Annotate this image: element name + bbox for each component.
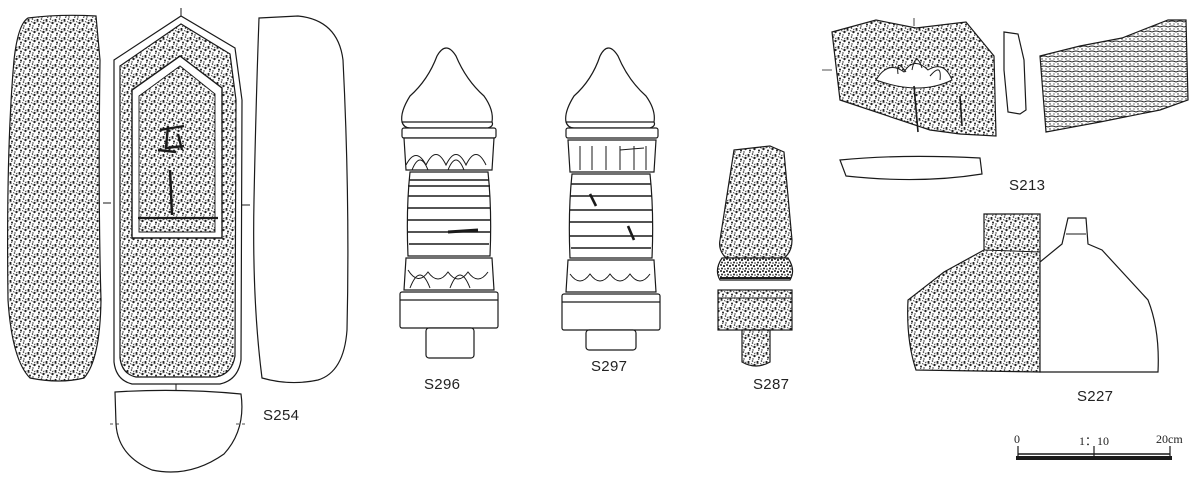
s297-collar — [565, 127, 659, 139]
artifact-s287-drawing — [716, 145, 794, 367]
s296-collar — [401, 127, 497, 139]
scale-end-label: 20cm — [1156, 432, 1183, 446]
artifact-s213-drawing — [822, 18, 1189, 181]
artifact-s227-drawing — [907, 213, 1159, 373]
s297-ribbed-body — [568, 173, 654, 259]
s296-base — [399, 291, 499, 329]
s297-tenon — [585, 329, 637, 351]
s296-tenon — [425, 327, 475, 359]
label-s227: S227 — [1077, 388, 1114, 405]
label-s296: S296 — [424, 376, 461, 393]
label-s287: S287 — [753, 376, 790, 393]
s287-collar — [716, 257, 794, 281]
s213-bottom-profile — [839, 155, 983, 181]
s213-back-face — [1039, 19, 1189, 133]
artifact-s254-drawing — [7, 8, 349, 473]
s296-ribbed-body — [406, 171, 492, 257]
s254-cross-section — [114, 389, 243, 473]
s254-side-view — [7, 14, 102, 382]
s254-sanskrit-glyph — [157, 124, 185, 154]
scale-bar — [1016, 446, 1172, 460]
s297-upper-band — [567, 139, 657, 173]
label-s254: S254 — [263, 407, 300, 424]
label-s213: S213 — [1009, 177, 1046, 194]
s297-dome — [565, 47, 655, 123]
s287-body — [719, 145, 793, 259]
label-s297: S297 — [591, 358, 628, 375]
s227-front-face — [907, 213, 1041, 373]
scale-ratio-label: 1：10 — [1079, 434, 1110, 448]
s254-back-view — [253, 15, 349, 384]
s287-base — [717, 289, 793, 331]
artifact-s297-drawing — [561, 47, 661, 351]
s296-upper-lotus — [403, 137, 495, 171]
artifact-s296-drawing — [399, 47, 499, 359]
s296-dome — [401, 47, 493, 123]
scale-start-label: 0 — [1014, 432, 1020, 446]
s213-lotus-motif — [875, 63, 953, 89]
s297-base — [561, 293, 661, 331]
s227-side-outline — [1039, 217, 1159, 373]
s287-tenon — [741, 329, 771, 367]
s213-side-profile — [1003, 31, 1027, 115]
